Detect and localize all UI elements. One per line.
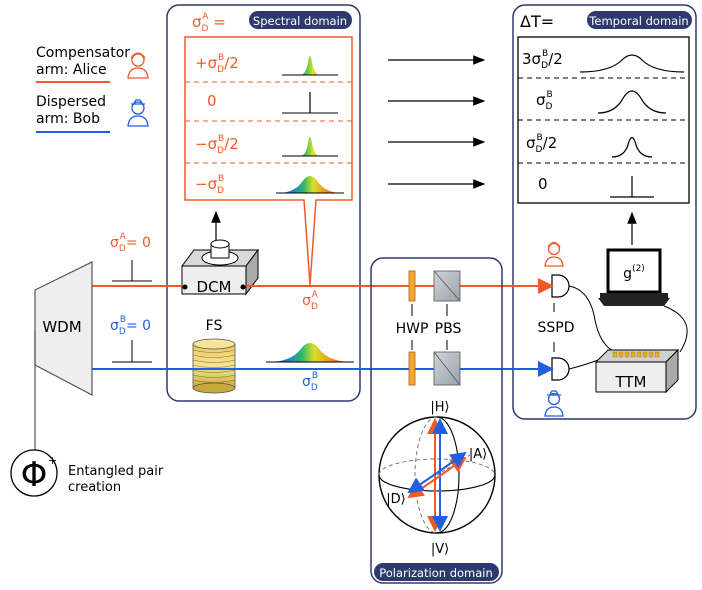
alice-detector-icon bbox=[544, 241, 564, 267]
spectral-title-badge bbox=[249, 11, 352, 29]
temporal-row-2: σDB bbox=[536, 90, 553, 112]
sspd-label: SSPD bbox=[538, 320, 575, 336]
sigma-a-label: σDA bbox=[302, 290, 319, 312]
delta-b-zero bbox=[112, 340, 152, 363]
fs-label: FS bbox=[206, 318, 223, 334]
computer-icon bbox=[598, 248, 670, 306]
sigma-a-zero: σDA= 0 bbox=[110, 232, 151, 254]
legend-alice-line1: Compensator bbox=[36, 45, 130, 61]
spectrum-narrow-2 bbox=[282, 137, 338, 157]
sigma-b-label: σDB bbox=[302, 371, 318, 393]
legend-bob-line2: arm: Bob bbox=[36, 111, 100, 127]
phi-source-icon: Φ + bbox=[10, 449, 58, 497]
hwp-bob bbox=[408, 351, 416, 386]
legend-alice-line2: arm: Alice bbox=[36, 62, 107, 78]
spectrum-narrow-1 bbox=[282, 56, 338, 76]
legend-bob-line1: Dispersed bbox=[36, 94, 106, 110]
beam-paths bbox=[92, 278, 554, 377]
spectral-row-4: −σDB bbox=[195, 174, 224, 196]
ket-d: |D⟩ bbox=[386, 492, 405, 507]
ket-a: |A⟩ bbox=[469, 447, 487, 462]
spectrum-bob bbox=[266, 343, 354, 363]
pbs-alice bbox=[433, 270, 461, 302]
temporal-row-3: σDB/2 bbox=[526, 133, 557, 155]
polarization-title: Polarization domain bbox=[379, 566, 493, 580]
hwp-alice bbox=[408, 270, 416, 302]
polarization-domain-panel: Polarization domain HWP PBS bbox=[370, 257, 503, 584]
pulse-narrow bbox=[611, 136, 653, 158]
temporal-title: Temporal domain bbox=[588, 14, 688, 28]
hwp-label: HWP bbox=[396, 321, 429, 337]
temporal-domain-panel: Temporal domain ΔT= 3σDB/2 σDB σDB/2 0 g… bbox=[512, 4, 697, 420]
pulse-wide bbox=[579, 54, 685, 73]
spectrum-wide bbox=[276, 176, 344, 194]
pbs-bob bbox=[433, 351, 461, 386]
ket-h: |H⟩ bbox=[430, 400, 449, 415]
source-label-2: creation bbox=[68, 480, 121, 495]
sigma-b-zero: σDB= 0 bbox=[110, 315, 151, 337]
pbs-label: PBS bbox=[435, 321, 462, 337]
poincare-sphere bbox=[378, 416, 496, 534]
svg-text:Φ: Φ bbox=[21, 455, 48, 495]
spectral-domain-panel: Spectral domain σDA = +σDB/2 0 −σDB/2 −σ… bbox=[166, 4, 361, 402]
alice-person-icon bbox=[127, 52, 149, 79]
spectral-row-2: 0 bbox=[207, 92, 217, 110]
bob-person-icon bbox=[127, 99, 149, 127]
ket-v: |V⟩ bbox=[431, 542, 449, 557]
svg-text:+: + bbox=[48, 454, 57, 467]
spectral-row-3: −σDB/2 bbox=[195, 134, 239, 156]
ttm-device bbox=[594, 348, 680, 394]
bob-detector-icon bbox=[544, 390, 564, 417]
fiber-spool bbox=[192, 338, 236, 394]
dcm-label: DCM bbox=[197, 278, 232, 296]
delta-a-zero bbox=[112, 260, 152, 282]
temporal-row-4: 0 bbox=[538, 175, 548, 193]
legend: Compensator arm: Alice Dispersed arm: Bo… bbox=[36, 45, 149, 133]
g2-label: g(2) bbox=[623, 264, 645, 282]
pulse-delta bbox=[610, 176, 654, 198]
detector-alice bbox=[551, 274, 570, 298]
spectral-header: σDA = bbox=[192, 12, 226, 34]
source-label-1: Entangled pair bbox=[68, 464, 164, 479]
spectral-row-1: +σDB/2 bbox=[195, 53, 239, 75]
ttm-label: TTM bbox=[614, 373, 646, 391]
temporal-row-1: 3σDB/2 bbox=[522, 49, 563, 71]
spectrum-delta bbox=[282, 92, 338, 114]
wdm-label: WDM bbox=[42, 318, 81, 336]
dcm-device bbox=[181, 239, 259, 296]
mapping-arrows bbox=[388, 55, 486, 189]
detector-bob bbox=[551, 357, 570, 381]
spectral-title: Spectral domain bbox=[253, 14, 347, 28]
spectral-table bbox=[184, 36, 353, 286]
temporal-header: ΔT= bbox=[520, 12, 554, 31]
pulse-medium bbox=[597, 90, 667, 114]
